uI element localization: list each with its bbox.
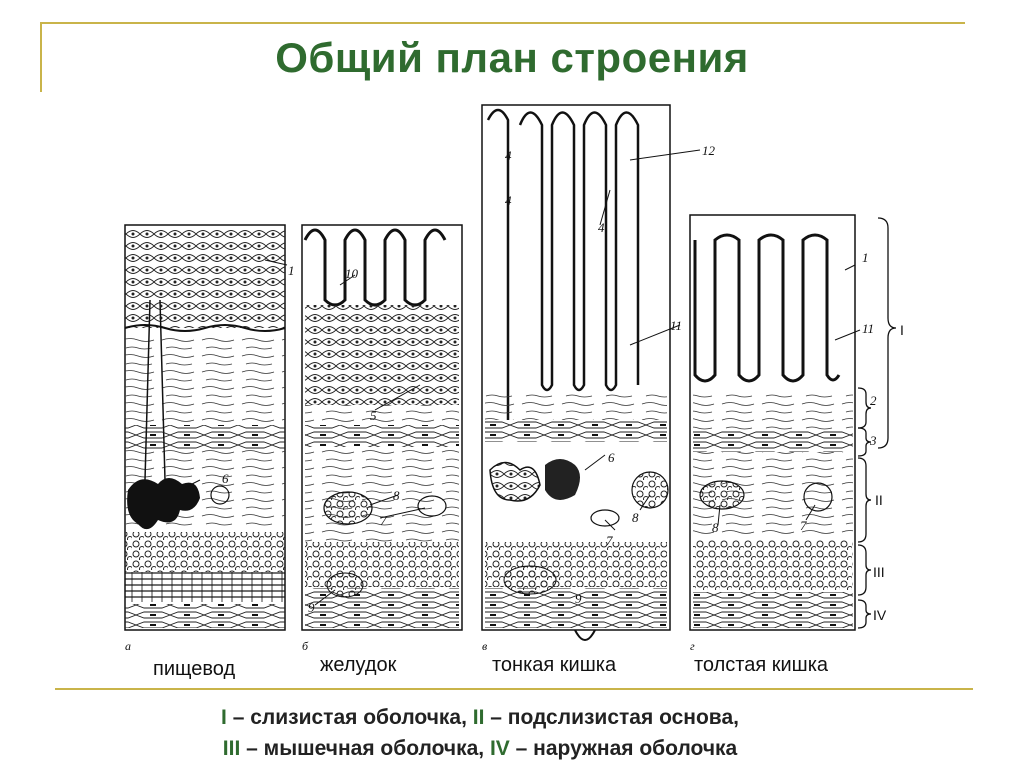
fig-label-4c: 4 <box>598 220 605 235</box>
legend-line-1: I – слизистая оболочка, II – подслизиста… <box>0 706 960 730</box>
legend-text-submucosa: – подслизистая основа, <box>484 706 739 729</box>
legend-numeral-i: I <box>221 706 227 729</box>
legend-text-serosa: – наружная оболочка <box>509 737 738 760</box>
panel-letter-v: в <box>482 639 487 653</box>
fig-label-5: 5 <box>370 408 377 423</box>
fig-label-8b: 8 <box>393 488 400 503</box>
layer-numeral-i: I <box>900 322 904 338</box>
fig-label-9v: 9 <box>575 591 582 606</box>
legend-text-muscularis: – мышечная оболочка, <box>240 737 490 760</box>
fig-label-9b: 9 <box>308 600 315 615</box>
fig-label-11v: 11 <box>670 318 682 333</box>
fig-label-1a: 1 <box>288 263 295 278</box>
fig-label-7b: 7 <box>380 513 387 528</box>
panel-letter-b: б <box>302 639 309 653</box>
fig-label-11g: 11 <box>862 321 874 336</box>
fig-label-6v: 6 <box>608 450 615 465</box>
fig-label-1g: 1 <box>862 250 869 265</box>
organ-label-small-intestine: тонкая кишка <box>492 654 617 676</box>
legend-divider <box>55 688 973 690</box>
fig-label-4b: 4 <box>505 193 512 208</box>
fig-label-3: 3 <box>869 433 877 448</box>
slide-title: Общий план строения <box>275 34 749 81</box>
fig-label-6a: 6 <box>222 471 229 486</box>
organ-label-stomach: желудок <box>320 654 397 676</box>
panel-large-intestine <box>689 214 856 631</box>
layer-numeral-iii: III <box>873 564 885 580</box>
frame-left-rule <box>40 22 42 92</box>
layer-braces <box>857 217 897 629</box>
panel-stomach <box>301 224 463 631</box>
fig-label-12: 12 <box>702 143 716 158</box>
leader-lines <box>179 149 861 606</box>
legend-text-mucosa: – слизистая оболочка, <box>226 706 473 729</box>
fig-label-4a: 4 <box>505 148 512 163</box>
organ-label-esophagus: пищевод <box>153 658 236 680</box>
histology-figure: 1 10 5 6 8 7 9 4 4 4 12 11 6 8 7 9 1 11 … <box>124 104 904 653</box>
layer-numeral-ii: II <box>875 492 883 508</box>
layer-numeral-iv: IV <box>873 607 887 623</box>
legend-numeral-iv: IV <box>489 737 510 760</box>
legend-numeral-ii: II <box>472 706 485 729</box>
fig-label-8v: 8 <box>632 510 639 525</box>
organ-label-large-intestine: толстая кишка <box>694 654 829 676</box>
panel-letter-g: г <box>690 639 695 653</box>
fig-label-8g: 8 <box>712 520 719 535</box>
fig-label-7g: 7 <box>800 518 807 533</box>
legend-numeral-iii: III <box>222 737 241 760</box>
panel-small-intestine <box>481 104 671 641</box>
panel-esophagus <box>124 224 286 631</box>
legend-line-2: III – мышечная оболочка, IV – наружная о… <box>0 737 960 761</box>
frame-top-rule <box>40 22 965 24</box>
fig-label-10: 10 <box>345 266 359 281</box>
fig-label-2: 2 <box>870 393 877 408</box>
fig-label-7v: 7 <box>606 533 613 548</box>
panel-letter-a: а <box>125 639 131 653</box>
